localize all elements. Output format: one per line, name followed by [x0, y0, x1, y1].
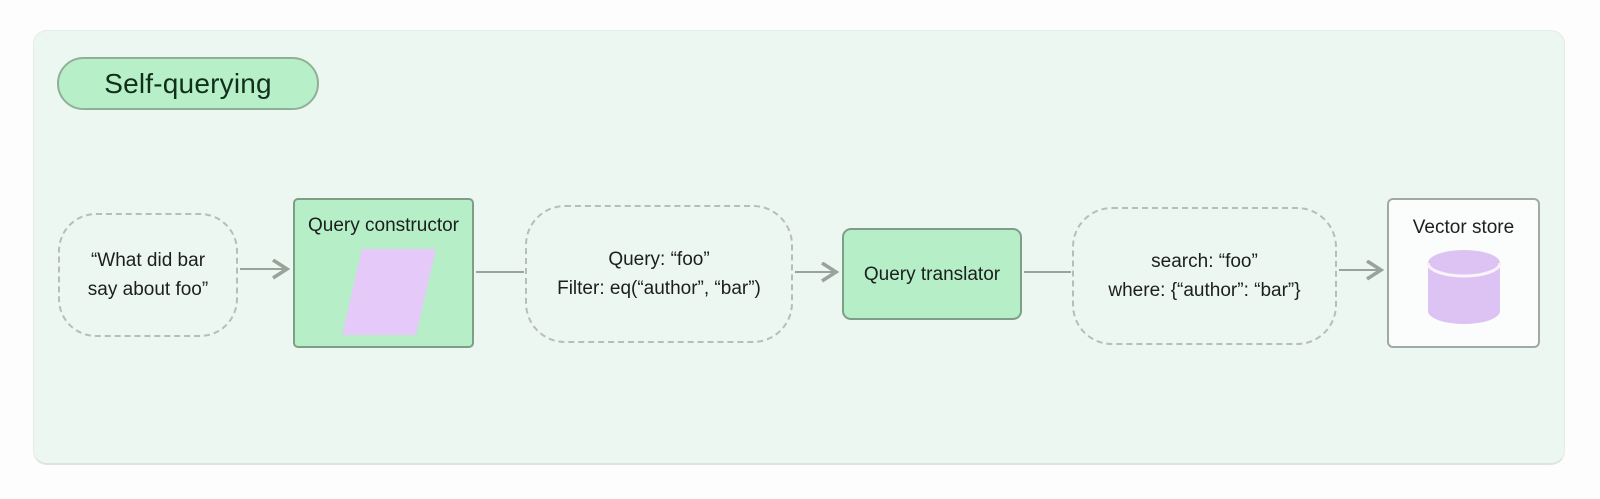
node-vector-store: Vector store	[1387, 198, 1540, 348]
translated-query-line2: where: {“author”: “bar”}	[1108, 280, 1301, 301]
parallelogram-icon	[341, 249, 436, 335]
structured-query-line1: Query: “foo”	[608, 249, 710, 270]
database-icon	[1426, 250, 1501, 324]
vector-store-label: Vector store	[1412, 217, 1515, 238]
node-query-constructor: Query constructor	[293, 198, 474, 348]
node-input-query: “What did bar say about foo”	[58, 213, 238, 337]
node-translated-query: search: “foo” where: {“author”: “bar”}	[1072, 207, 1337, 345]
translated-query-line1: search: “foo”	[1151, 251, 1258, 272]
structured-query-line2: Filter: eq(“author”, “bar”)	[557, 278, 761, 299]
node-query-translator: Query translator	[842, 228, 1022, 320]
input-query-line2: say about foo”	[87, 279, 209, 300]
title-badge: Self-querying	[57, 57, 319, 110]
query-translator-label: Query translator	[863, 263, 1001, 285]
input-query-line1: “What did bar	[90, 250, 206, 271]
query-constructor-label: Query constructor	[308, 215, 459, 236]
node-structured-query: Query: “foo” Filter: eq(“author”, “bar”)	[525, 205, 793, 343]
title-badge-label: Self-querying	[104, 67, 272, 99]
